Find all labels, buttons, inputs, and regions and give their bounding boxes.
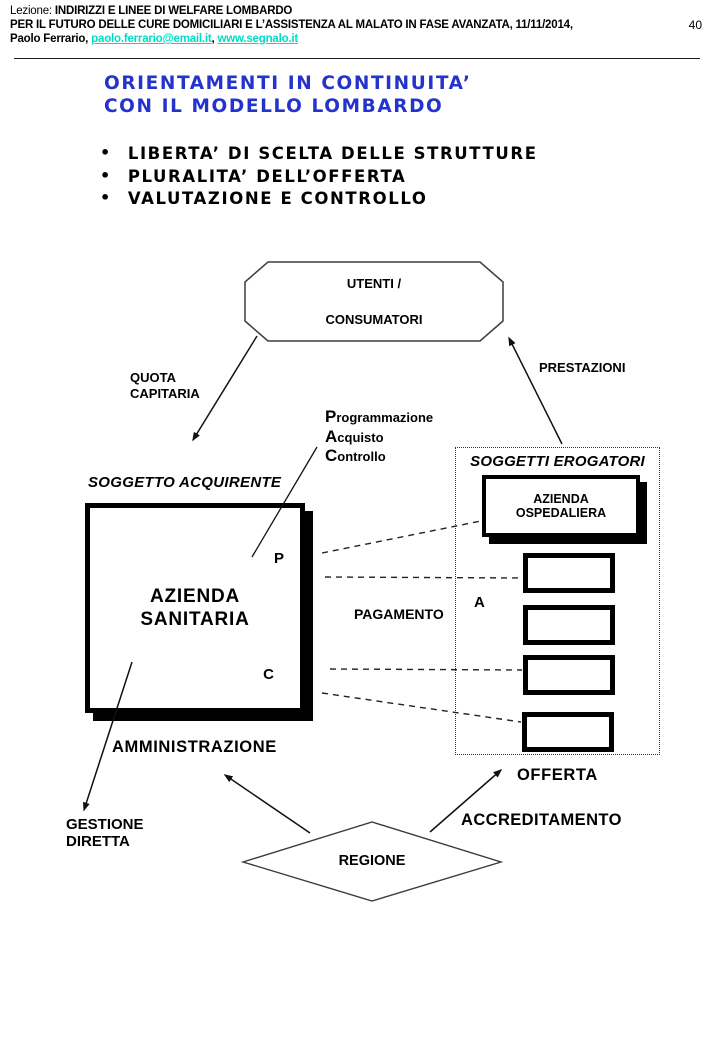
azienda-ospedaliera-label: AZIENDA OSPEDALIERA	[515, 491, 607, 521]
letter-a: A	[474, 594, 485, 611]
prestazioni-arrow	[508, 336, 563, 445]
programmazione-acquisto-controllo-label: Programmazione Acquisto Controllo	[325, 407, 434, 465]
page-number: 40	[688, 18, 702, 32]
header-divider	[14, 58, 700, 59]
amministrazione-label: AMMINISTRAZIONE	[112, 738, 277, 756]
header-line-3: Paolo Ferrario, paolo.ferrario@email.it,…	[10, 32, 670, 46]
header-line-1: Lezione: INDIRIZZI E LINEE DI WELFARE LO…	[10, 4, 670, 18]
utenti-consumatori-label: UTENTI / CONSUMATORI	[325, 276, 423, 327]
azienda-sanitaria-box: AZIENDA SANITARIA P C	[85, 503, 305, 713]
pagamento-label: PAGAMENTO	[354, 606, 444, 622]
quota-capitaria-arrow	[192, 335, 258, 442]
prestazioni-label: PRESTAZIONI	[539, 360, 626, 375]
soggetti-erogatori-label: SOGGETTI EROGATORI	[470, 453, 645, 470]
soggetti-erogatori-panel	[455, 447, 660, 755]
lesson-title: INDIRIZZI E LINEE DI WELFARE LOMBARDO	[54, 5, 293, 17]
azienda-sanitaria-label: AZIENDA SANITARIA	[140, 586, 250, 630]
lecture-header: Lezione: INDIRIZZI E LINEE DI WELFARE LO…	[10, 4, 670, 46]
erogatore-box-3	[523, 655, 615, 695]
slide-title: ORIENTAMENTI IN CONTINUITA’ CON IL MODEL…	[104, 73, 471, 118]
gestione-diretta-label: GESTIONE DIRETTA	[66, 816, 144, 850]
bullet-item: LIBERTA’ DI SCELTA DELLE STRUTTURE	[100, 143, 538, 166]
azienda-ospedaliera-box: AZIENDA OSPEDALIERA	[482, 475, 640, 537]
bullet-item: PLURALITA’ DELL’OFFERTA	[100, 166, 538, 189]
erogatore-box-2	[523, 605, 615, 645]
regione-label: REGIONE	[338, 853, 406, 869]
erogatore-box-1	[523, 553, 615, 593]
email-link[interactable]: paolo.ferrario@email.it	[91, 33, 212, 45]
erogatore-box-4	[522, 712, 614, 752]
website-link[interactable]: www.segnalo.it	[217, 33, 299, 45]
slide-title-line-2: CON IL MODELLO LOMBARDO	[104, 95, 444, 117]
accreditamento-label: ACCREDITAMENTO	[461, 811, 622, 829]
header-line-2: PER IL FUTURO DELLE CURE DOMICILIARI E L…	[10, 19, 573, 31]
letter-c: C	[263, 666, 274, 683]
bullet-item: VALUTAZIONE E CONTROLLO	[100, 188, 538, 211]
regione-amministrazione-arrow	[223, 774, 311, 834]
bullet-list: LIBERTA’ DI SCELTA DELLE STRUTTURE PLURA…	[100, 143, 538, 211]
lesson-prefix: Lezione:	[10, 5, 55, 17]
quota-capitaria-label: QUOTA CAPITARIA	[130, 370, 200, 401]
offerta-label: OFFERTA	[517, 766, 598, 784]
author-name: Paolo Ferrario,	[10, 33, 92, 45]
slide-title-line-1: ORIENTAMENTI IN CONTINUITA’	[104, 73, 472, 94]
letter-p: P	[273, 550, 284, 567]
welfare-model-diagram: AZIENDA SANITARIA P C AZIENDA OSPEDALIER…	[0, 240, 720, 940]
soggetto-acquirente-label: SOGGETTO ACQUIRENTE	[88, 474, 282, 491]
link-separator: ,	[211, 33, 218, 45]
